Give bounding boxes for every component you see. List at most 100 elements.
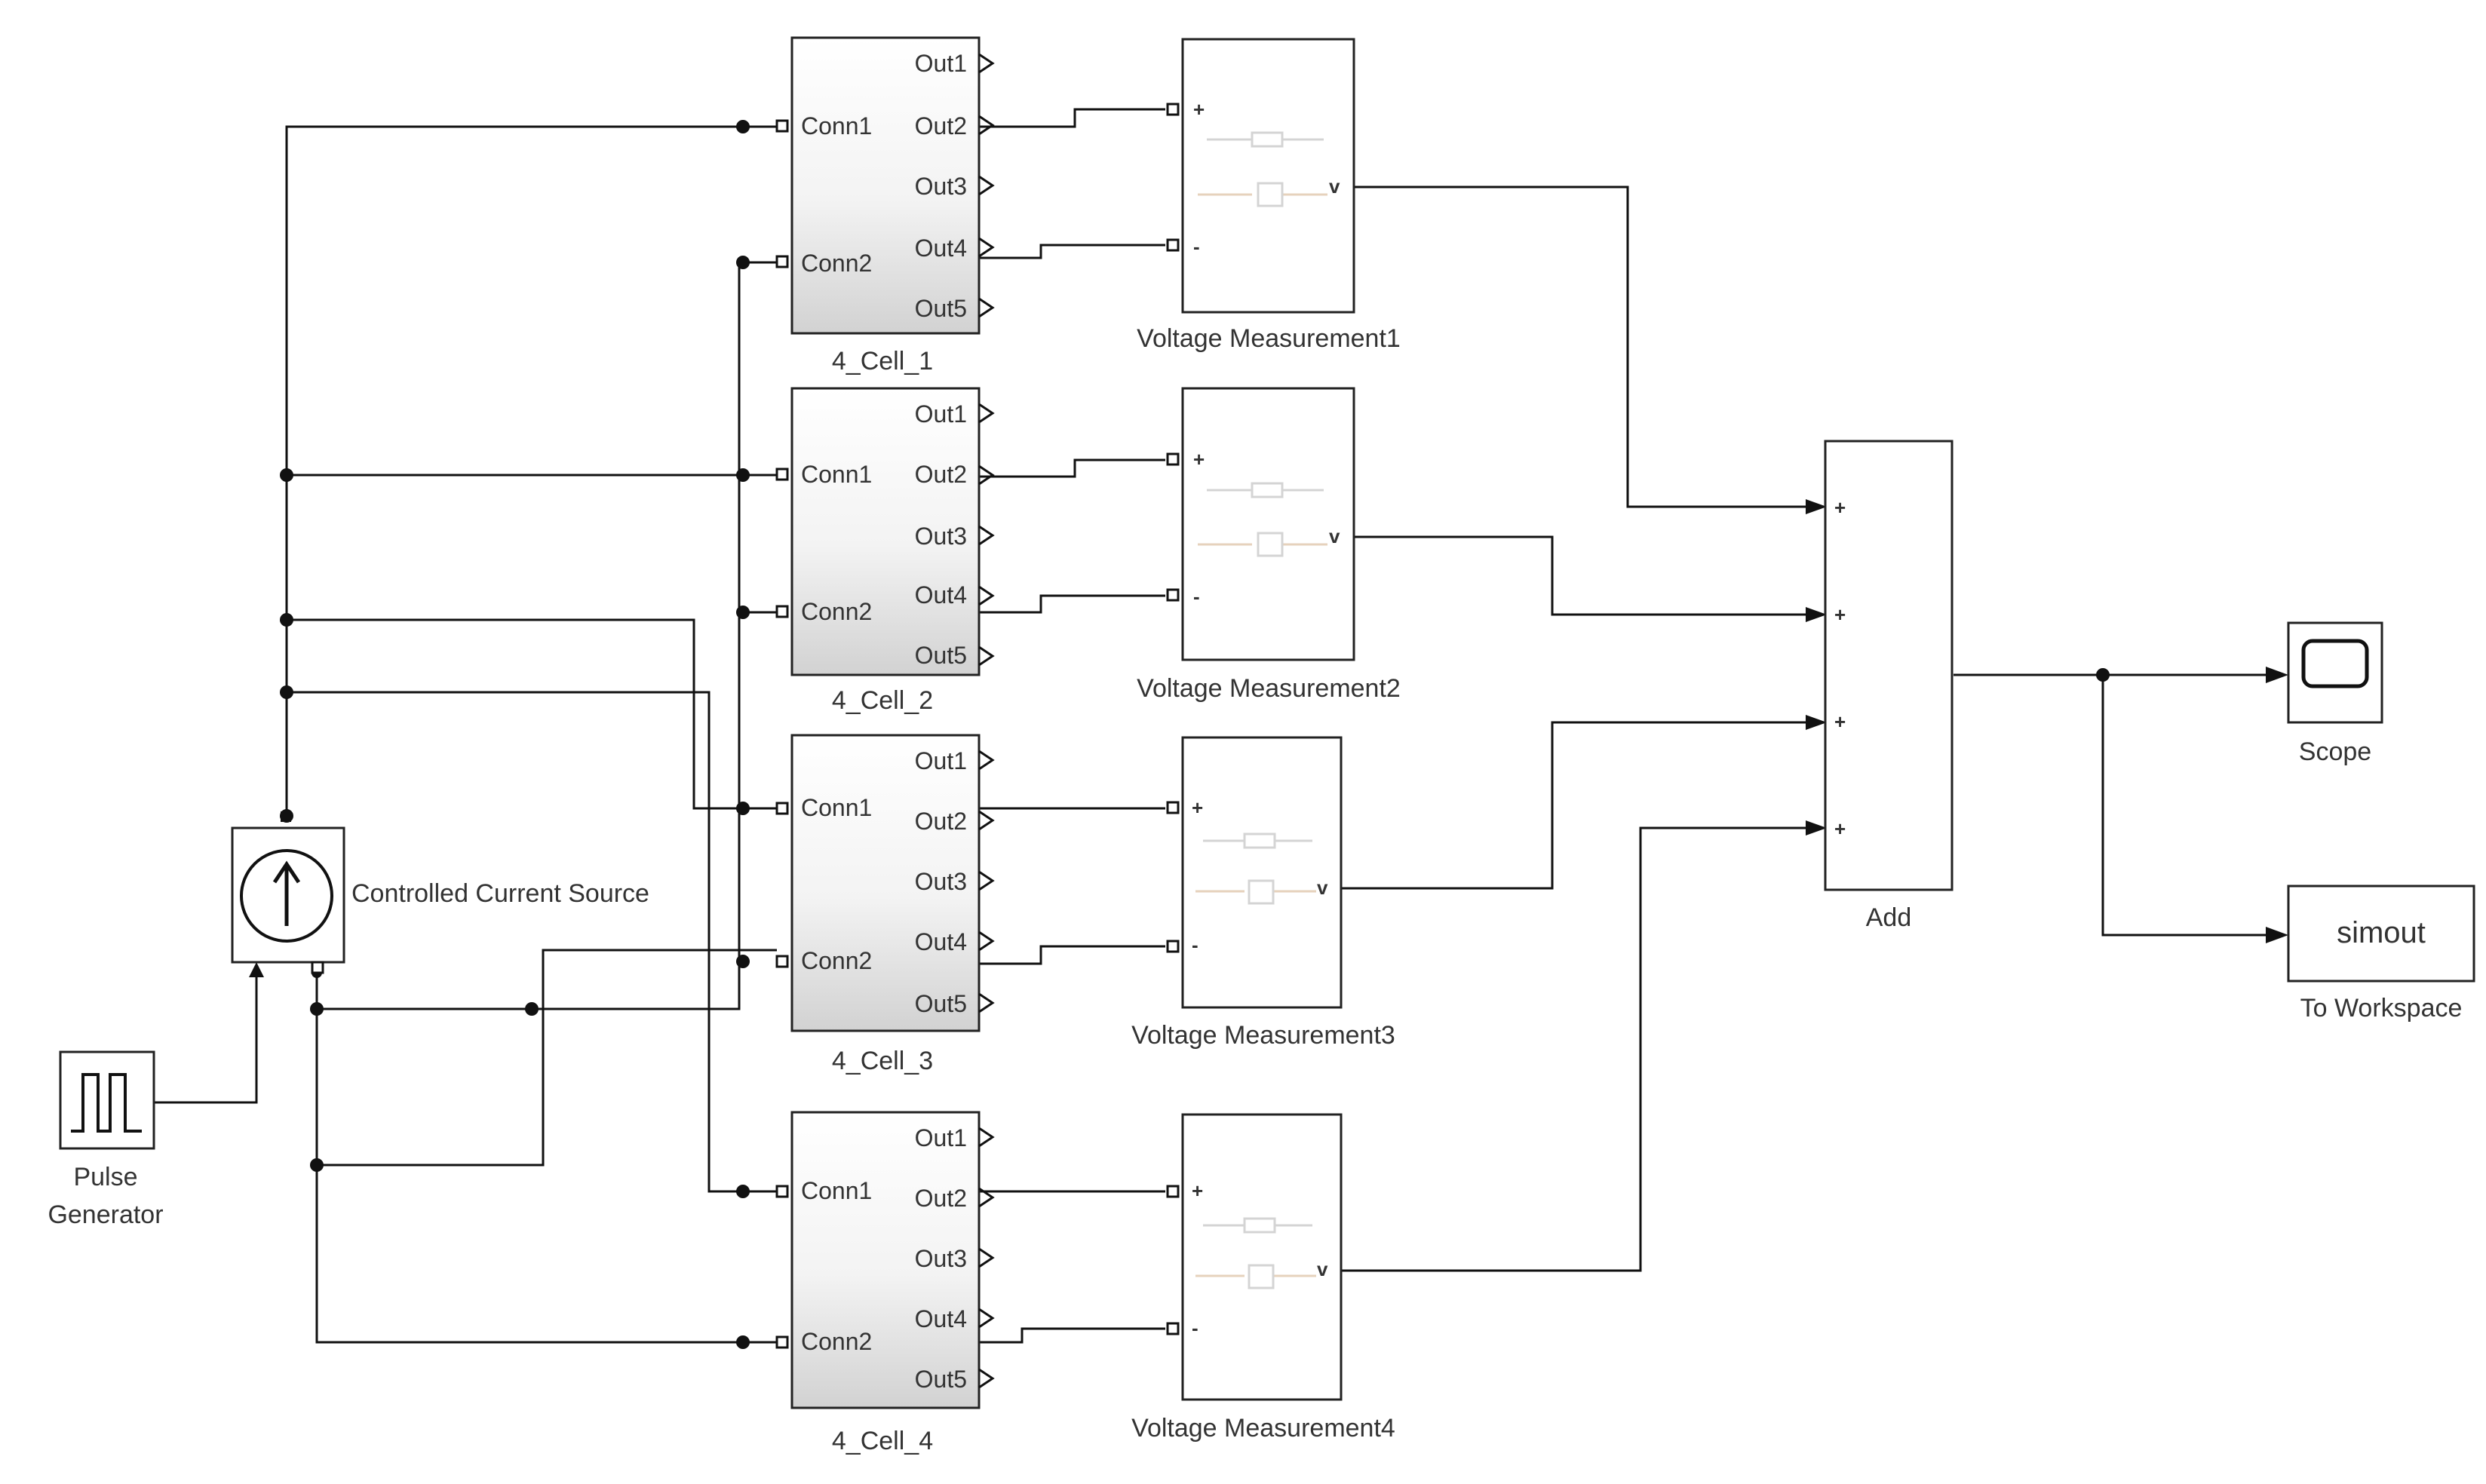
port-out5: Out5 <box>915 295 967 322</box>
port-conn1: Conn1 <box>801 794 872 821</box>
vm-output-label: v <box>1317 1258 1328 1280</box>
port-out2: Out2 <box>915 808 967 835</box>
port-out2: Out2 <box>915 1185 967 1212</box>
vm-output-label: v <box>1329 525 1340 547</box>
vm-plus-sign: + <box>1193 98 1205 121</box>
cell-block-3[interactable]: 4_Cell_3 Conn1 Conn2 Out1 Out2 Out3 Out4… <box>775 734 995 1075</box>
port-conn2: Conn2 <box>801 1328 872 1355</box>
wire-pulse-to-cs <box>154 974 258 1104</box>
port-conn2: Conn2 <box>801 598 872 625</box>
voltage-measurement-block-1[interactable]: + - v Voltage Measurement1 <box>1137 38 1401 353</box>
vm-plus-sign: + <box>1193 448 1205 471</box>
wire-cell2-to-vm2 <box>979 458 1165 614</box>
port-out3: Out3 <box>915 523 967 550</box>
voltmeter-faint-icon <box>1198 482 1327 557</box>
pulse-wave-icon <box>71 1073 142 1133</box>
port-out1: Out1 <box>915 50 967 77</box>
port-out4: Out4 <box>915 928 967 955</box>
port-conn2: Conn2 <box>801 250 872 277</box>
voltmeter-faint-icon <box>1195 1217 1316 1289</box>
workspace-variable-name: simout <box>2337 916 2426 949</box>
vm-minus-sign: - <box>1193 235 1200 258</box>
add-sign-2: + <box>1834 603 1846 626</box>
scope-label: Scope <box>2299 737 2371 766</box>
cell-port-arrows <box>775 53 995 318</box>
port-out1: Out1 <box>915 747 967 774</box>
wire-cell1-to-vm1 <box>979 108 1165 259</box>
controlled-current-source-block[interactable]: Controlled Current Source <box>231 811 649 974</box>
voltage-measurement-label: Voltage Measurement1 <box>1137 324 1401 353</box>
cell-port-arrows <box>775 750 995 1013</box>
arrow-add-in4 <box>1806 820 1827 836</box>
controlled-current-source-label: Controlled Current Source <box>351 879 649 908</box>
scope-screen-icon <box>2301 639 2369 688</box>
cell-block-label: 4_Cell_2 <box>832 686 933 715</box>
current-source-arrow-icon <box>272 860 301 926</box>
vm-minus-sign: - <box>1192 1317 1198 1339</box>
port-conn1: Conn1 <box>801 1177 872 1204</box>
add-sign-4: + <box>1834 817 1846 840</box>
port-out4: Out4 <box>915 1305 967 1332</box>
arrow-scope-in <box>2266 667 2288 683</box>
cell-block-4[interactable]: 4_Cell_4 Conn1 Conn2 Out1 Out2 Out3 Out4… <box>775 1111 995 1455</box>
cell-block-label: 4_Cell_3 <box>832 1047 933 1075</box>
port-out5: Out5 <box>915 990 967 1017</box>
wires <box>154 108 2288 1349</box>
voltage-measurement-block-3[interactable]: + - v Voltage Measurement3 <box>1131 736 1395 1050</box>
port-out1: Out1 <box>915 1124 967 1151</box>
port-out2: Out2 <box>915 112 967 140</box>
cell-port-arrows <box>775 403 995 667</box>
wire-vm3-to-add <box>1341 721 1814 890</box>
port-conn1: Conn1 <box>801 461 872 488</box>
port-out3: Out3 <box>915 1245 967 1272</box>
port-out3: Out3 <box>915 868 967 895</box>
voltage-measurement-block-4[interactable]: + - v Voltage Measurement4 <box>1131 1113 1395 1443</box>
wire-cell4-to-vm4 <box>979 1190 1165 1344</box>
vm-plus-sign: + <box>1192 1179 1203 1202</box>
pulse-generator-label-1: Pulse <box>73 1163 137 1191</box>
port-out5: Out5 <box>915 642 967 669</box>
cell-block-label: 4_Cell_1 <box>832 347 933 376</box>
pulse-generator-label-2: Generator <box>48 1200 163 1229</box>
add-sign-1: + <box>1834 496 1846 519</box>
port-out3: Out3 <box>915 173 967 200</box>
arrow-pulse-in <box>249 962 264 977</box>
port-out5: Out5 <box>915 1366 967 1393</box>
cell-block-label: 4_Cell_4 <box>832 1427 933 1455</box>
arrow-workspace-in <box>2266 927 2288 943</box>
arrow-add-in1 <box>1806 499 1827 514</box>
vm-output-label: v <box>1329 175 1340 198</box>
voltmeter-faint-icon <box>1198 131 1327 207</box>
add-label: Add <box>1866 903 1912 932</box>
port-out4: Out4 <box>915 235 967 262</box>
wire-cell3-to-vm3 <box>979 807 1165 965</box>
cell-block-1[interactable]: 4_Cell_1 Conn1 Conn2 Out1 Out2 Out3 Out4… <box>775 36 995 376</box>
wire-cs-minus-bus <box>315 261 777 1344</box>
voltmeter-faint-icon <box>1195 832 1316 905</box>
arrow-add-in3 <box>1806 715 1827 730</box>
voltage-measurement-label: Voltage Measurement3 <box>1131 1021 1395 1050</box>
cell-port-arrows <box>775 1127 995 1389</box>
to-workspace-block[interactable]: simout To Workspace <box>2287 885 2475 1023</box>
wire-vm1-to-add <box>1354 186 1814 508</box>
port-conn2: Conn2 <box>801 947 872 974</box>
port-out1: Out1 <box>915 400 967 428</box>
scope-block[interactable]: Scope <box>2287 621 2383 766</box>
vm-minus-sign: - <box>1192 934 1198 956</box>
cell-block-2[interactable]: 4_Cell_2 Conn1 Conn2 Out1 Out2 Out3 Out4… <box>775 387 995 715</box>
voltage-measurement-label: Voltage Measurement2 <box>1137 674 1401 703</box>
wire-cs-plus-bus <box>285 125 777 1193</box>
vm-minus-sign: - <box>1193 585 1200 608</box>
wire-vm4-to-add <box>1341 826 1814 1272</box>
wire-add-to-scope <box>1954 673 2270 937</box>
to-workspace-label: To Workspace <box>2300 994 2463 1023</box>
add-block[interactable]: + + + + Add <box>1824 440 1954 932</box>
voltage-measurement-block-2[interactable]: + - v Voltage Measurement2 <box>1137 387 1401 703</box>
pulse-generator-block[interactable]: Pulse Generator <box>48 1050 164 1229</box>
port-out2: Out2 <box>915 461 967 488</box>
wire-vm2-to-add <box>1354 535 1814 616</box>
vm-output-label: v <box>1317 876 1328 899</box>
add-sign-3: + <box>1834 710 1846 733</box>
arrow-add-in2 <box>1806 607 1827 622</box>
